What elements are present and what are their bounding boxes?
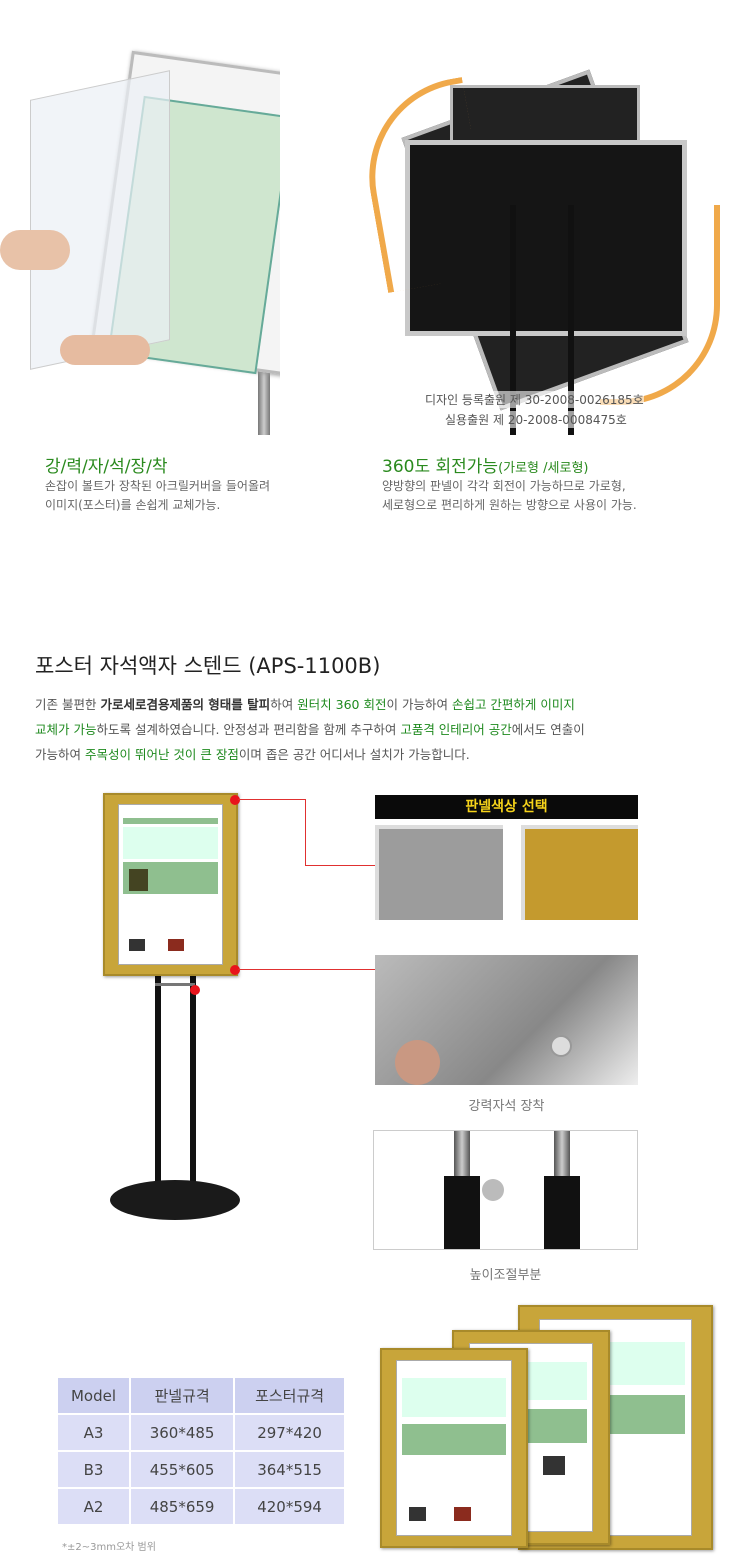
text-segment: 하여 — [270, 697, 298, 712]
text-segment: 탈피 — [247, 697, 271, 712]
table-cell: 360*485 — [131, 1415, 234, 1450]
rotation-feature-text-1: 양방향의 판넬이 각각 회전이 가능하므로 가로형, — [382, 479, 626, 493]
rotation-feature-subtitle: (가로형 /세로형) — [498, 461, 589, 476]
text-segment: 주목성이 뛰어난 것이 큰 장점 — [84, 747, 239, 762]
table-cell: 297*420 — [235, 1415, 344, 1450]
gold-panel-swatch — [521, 825, 638, 920]
text-segment: 이 가능하여 — [386, 697, 452, 712]
text-segment: 기존 불편한 — [35, 697, 101, 712]
height-adjust-caption: 높이조절부분 — [469, 1268, 542, 1283]
panel-color-header: 판넬색상 선택 — [375, 795, 638, 819]
rotation-feature-text-2: 세로형으로 편리하게 원하는 방향으로 사용이 가능. — [382, 498, 637, 512]
stand-illustration — [95, 785, 255, 1225]
table-cell: 455*605 — [131, 1452, 234, 1487]
text-segment: 이며 좁은 공간 어디서나 설치가 가능합니다. — [238, 747, 470, 762]
magnet-stand-photo — [0, 45, 280, 437]
text-segment: 에서도 연출이 — [511, 722, 585, 737]
table-cell: A3 — [58, 1415, 130, 1450]
tolerance-note: *±2~3mm오차 범위 — [62, 1542, 156, 1553]
magnet-feature-title: 강/력/자/석/장/착 — [45, 457, 168, 477]
table-cell: 485*659 — [131, 1489, 234, 1524]
text-segment: 원터치 360 회전 — [297, 697, 387, 712]
table-cell: B3 — [58, 1452, 130, 1487]
rotating-panel-photo: 디자인 등록출원 제 30-2008-0026185호 실용출원 제 20-20… — [350, 55, 730, 435]
text-segment: 고품격 인테리어 공간 — [400, 722, 512, 737]
magnet-closeup-caption: 강력자석 장착 — [468, 1099, 545, 1114]
table-cell: A2 — [58, 1489, 130, 1524]
magnet-feature-text-1: 손잡이 볼트가 장착된 아크릴커버을 들어올려 — [45, 479, 271, 493]
product-description: 기존 불편한 가로세로겸용제품의 형태를 탈피하여 원터치 360 회전이 가능… — [35, 692, 715, 767]
registration-number-design: 디자인 등록출원 제 30-2008-0026185호 — [425, 391, 644, 408]
silver-panel-swatch — [375, 825, 503, 920]
text-segment: 가로세로겸용제품의 형태를 — [100, 697, 248, 712]
table-cell: Model — [58, 1378, 130, 1413]
table-cell: 420*594 — [235, 1489, 344, 1524]
magnet-feature: 강/력/자/석/장/착 손잡이 볼트가 장착된 아크릴커버을 들어올려 이미지(… — [45, 452, 270, 515]
magnet-closeup-photo — [375, 955, 638, 1085]
text-segment: 하도록 설계하였습니다. 안정성과 편리함을 함께 추구하여 — [96, 722, 401, 737]
text-segment: 교체가 가능 — [35, 722, 97, 737]
magnet-feature-text-2: 이미지(포스터)를 손쉽게 교체가능. — [45, 498, 221, 512]
text-segment: 가능하여 — [35, 747, 85, 762]
panel-color-selection: 판넬색상 선택 — [375, 795, 638, 920]
table-cell: 포스터규격 — [235, 1378, 344, 1413]
height-adjust-photo — [373, 1130, 638, 1250]
rotation-feature-title: 360도 회전가능 — [382, 457, 499, 477]
registration-number-utility: 실용출원 제 20-2008-0008475호 — [445, 411, 627, 428]
table-cell: 364*515 — [235, 1452, 344, 1487]
text-segment: 손쉽고 간편하게 이미지 — [451, 697, 575, 712]
product-title: 포스터 자석액자 스텐드 (APS-1100B) — [35, 654, 381, 678]
table-cell: 판넬규격 — [131, 1378, 234, 1413]
rotation-feature: 360도 회전가능(가로형 /세로형) 양방향의 판넬이 각각 회전이 가능하므… — [382, 452, 637, 515]
